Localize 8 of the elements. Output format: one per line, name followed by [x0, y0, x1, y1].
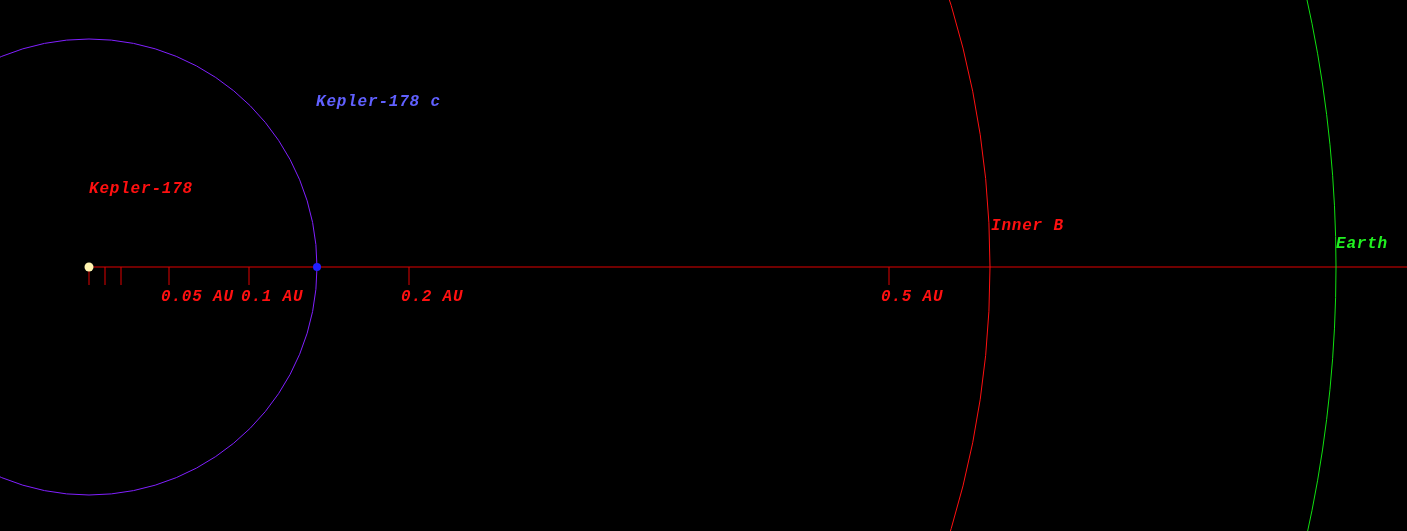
zone-boundary-label: Earth — [1336, 235, 1388, 253]
star-name: Kepler-178 — [89, 180, 193, 198]
scale-label: 0.2 AU — [401, 288, 464, 306]
planet-name: Kepler-178 c — [316, 93, 441, 111]
zone-boundary-label: Inner B — [991, 217, 1064, 235]
scale-label: 0.1 AU — [241, 288, 304, 306]
scale-label: 0.5 AU — [881, 288, 944, 306]
scale-label: 0.05 AU — [161, 288, 234, 306]
